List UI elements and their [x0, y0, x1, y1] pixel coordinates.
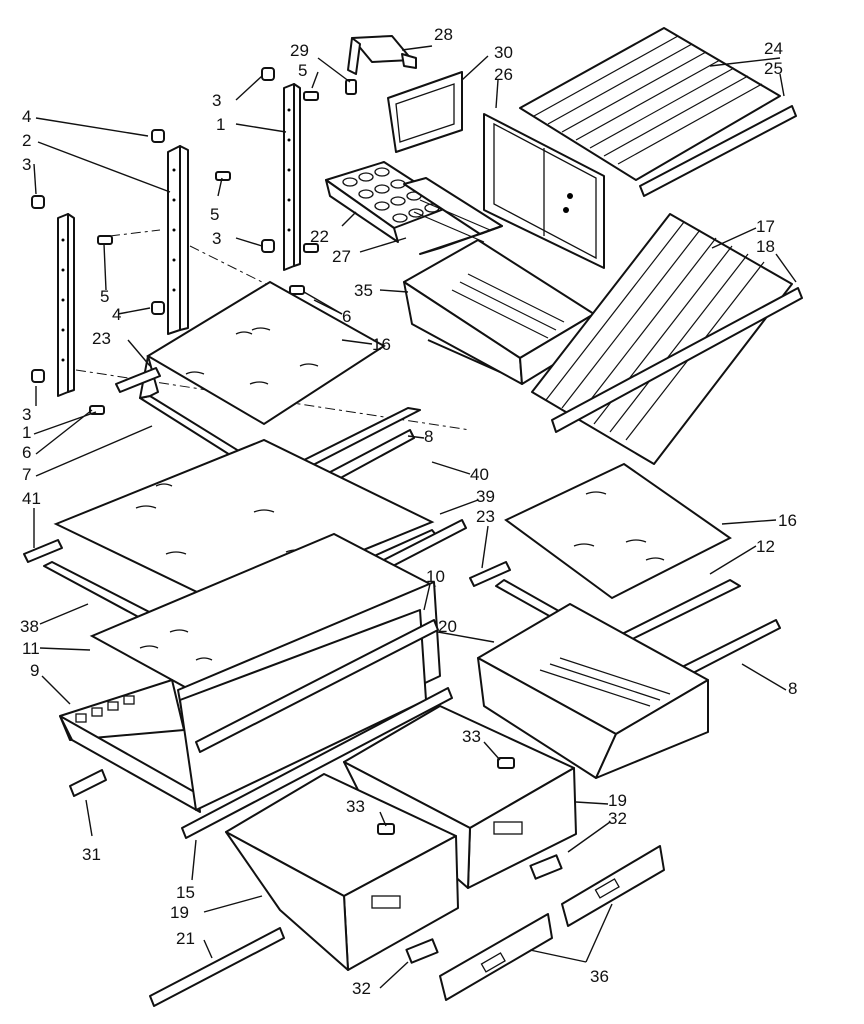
screw-33-left — [377, 823, 395, 835]
shelf-rail-25 — [639, 105, 797, 197]
meat-pan-20 — [477, 603, 709, 779]
callout-3: 3 — [212, 91, 221, 110]
callout-36: 36 — [590, 967, 609, 986]
drawer-handle-36-upper — [561, 845, 665, 927]
shelf-trim-23-upper — [115, 367, 161, 393]
callout-40: 40 — [470, 465, 489, 484]
callout-28: 28 — [434, 25, 453, 44]
shelf-ladder-center — [167, 145, 189, 335]
callout-41: 41 — [22, 489, 41, 508]
callout-4: 4 — [22, 107, 31, 126]
callout-8: 8 — [424, 427, 433, 446]
glass-shelf-16-upper — [146, 280, 386, 426]
callout-5: 5 — [298, 61, 307, 80]
leader-lines — [33, 45, 797, 989]
callout-17: 17 — [756, 217, 775, 236]
shelf-rail-18 — [551, 287, 803, 433]
screw-33-right — [497, 757, 515, 769]
callout-31: 31 — [82, 845, 101, 864]
callout-33: 33 — [346, 797, 365, 816]
callout-32: 32 — [608, 809, 627, 828]
callout-8: 8 — [788, 679, 797, 698]
shelf-ladder-right — [283, 83, 301, 271]
screws — [89, 91, 319, 415]
hinge-bracket-28 — [347, 35, 417, 75]
callout-38: 38 — [20, 617, 39, 636]
callout-25: 25 — [764, 59, 783, 78]
shelf-trim-23-right — [469, 561, 511, 587]
callout-4: 4 — [112, 305, 121, 324]
callout-23: 23 — [92, 329, 111, 348]
callout-7: 7 — [22, 465, 31, 484]
callout-9: 9 — [30, 661, 39, 680]
crisper-rail-15 — [181, 687, 453, 839]
screw-29 — [345, 79, 357, 95]
glass-shelf-large — [53, 438, 435, 608]
callout-29: 29 — [290, 41, 309, 60]
callout-11: 11 — [22, 639, 40, 658]
callout-3: 3 — [22, 155, 31, 174]
ice-bin-cover-30 — [387, 71, 463, 153]
callout-12: 12 — [756, 537, 775, 556]
ice-tray-22 — [325, 161, 453, 243]
callout-27: 27 — [332, 247, 351, 266]
callout-15: 15 — [176, 883, 195, 902]
handle-trim-21 — [149, 927, 285, 1007]
callout-19: 19 — [608, 791, 627, 810]
crisper-rail-10 — [195, 619, 439, 753]
handle-clip-32-upper — [529, 854, 563, 880]
callout-16: 16 — [778, 511, 797, 530]
callout-19: 19 — [170, 903, 189, 922]
callout-32: 32 — [352, 979, 371, 998]
freezer-panel-26 — [483, 113, 605, 269]
callout-21: 21 — [176, 929, 195, 948]
callout-20: 20 — [438, 617, 457, 636]
callout-10: 10 — [426, 567, 445, 586]
callout-18: 18 — [756, 237, 775, 256]
callout-6: 6 — [22, 443, 31, 462]
ice-tray-shelf-27 — [403, 177, 503, 255]
callout-35: 35 — [354, 281, 373, 300]
shelf-trim-41 — [23, 539, 63, 563]
callout-1: 1 — [22, 423, 31, 442]
shelf-ladder-left — [57, 213, 75, 397]
crisper-rail-31 — [69, 769, 107, 797]
handle-clip-32-lower — [405, 938, 439, 964]
callout-3: 3 — [22, 405, 31, 424]
glass-shelf-16-right — [504, 462, 732, 600]
callout-1: 1 — [216, 115, 225, 134]
callout-39: 39 — [476, 487, 495, 506]
callout-16: 16 — [372, 335, 391, 354]
ladder-caps — [31, 67, 275, 383]
callout-22: 22 — [310, 227, 329, 246]
callout-2: 2 — [22, 131, 31, 150]
freezer-basket-35 — [403, 239, 595, 385]
callout-23: 23 — [476, 507, 495, 526]
callout-3: 3 — [212, 229, 221, 248]
callout-30: 30 — [494, 43, 513, 62]
callout-26: 26 — [494, 65, 513, 84]
callout-24: 24 — [764, 39, 783, 58]
callout-33: 33 — [462, 727, 481, 746]
callout-5: 5 — [210, 205, 219, 224]
callout-5: 5 — [100, 287, 109, 306]
callout-labels: 28 29 30 5 26 24 25 3 1 4 2 3 5 22 3 27 … — [20, 25, 797, 998]
drawer-handle-36-lower — [439, 913, 553, 1001]
callout-6: 6 — [342, 307, 351, 326]
crisper-drawer-left — [225, 773, 459, 971]
